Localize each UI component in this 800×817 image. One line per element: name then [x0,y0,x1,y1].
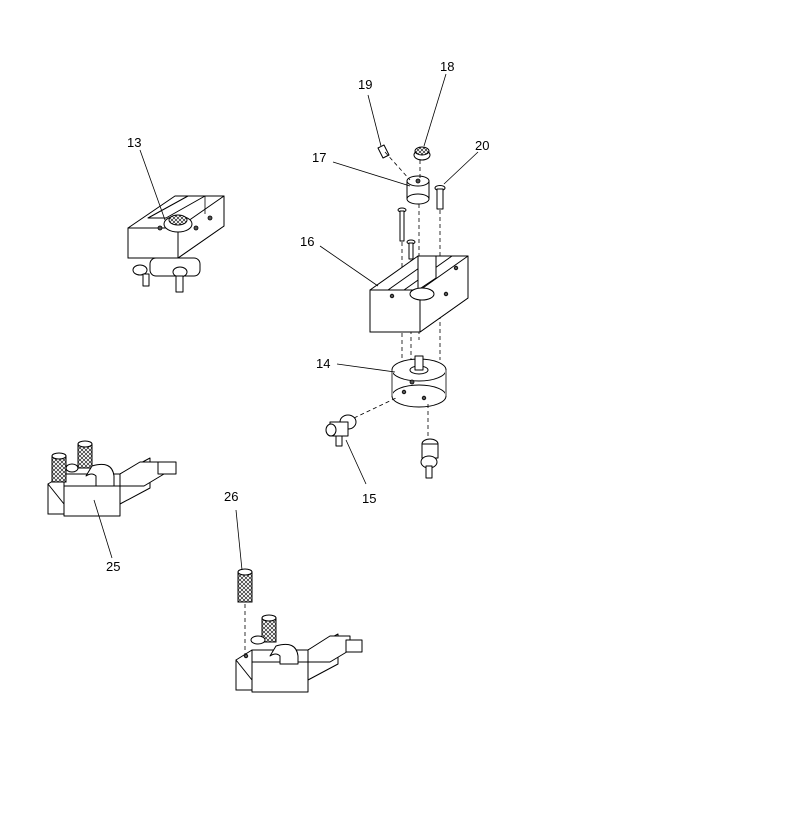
leader-26 [235,509,243,571]
callout-26: 26 [224,489,238,504]
part-15-fitting-left [325,414,357,447]
leader-17 [332,161,411,187]
part-14-round-body [391,355,447,408]
part-15-fitting-right [420,438,439,479]
part-20-screw [434,185,446,210]
leader-15 [345,439,367,485]
callout-25: 25 [106,559,120,574]
part-16-block [369,255,469,333]
callout-16: 16 [300,234,314,249]
leader-18 [423,73,447,147]
leader-25 [93,499,113,559]
dash-line [384,151,411,181]
leader-20 [443,151,479,185]
leader-14 [336,363,396,373]
callout-14: 14 [316,356,330,371]
mounting-screws [397,207,416,260]
callout-18: 18 [440,59,454,74]
callout-19: 19 [358,77,372,92]
dash-line [353,397,397,419]
leader-19 [367,94,382,147]
callout-15: 15 [362,491,376,506]
callout-20: 20 [475,138,489,153]
part-18-knurled-nut [413,146,431,161]
leader-16 [319,245,379,287]
assembly-26 [235,568,363,693]
leader-13 [139,149,166,221]
part-19-set-screw [377,144,390,159]
assembly-13 [127,195,225,293]
callout-17: 17 [312,150,326,165]
callout-13: 13 [127,135,141,150]
assembly-25 [47,440,177,517]
part-17-cylinder [406,175,430,205]
